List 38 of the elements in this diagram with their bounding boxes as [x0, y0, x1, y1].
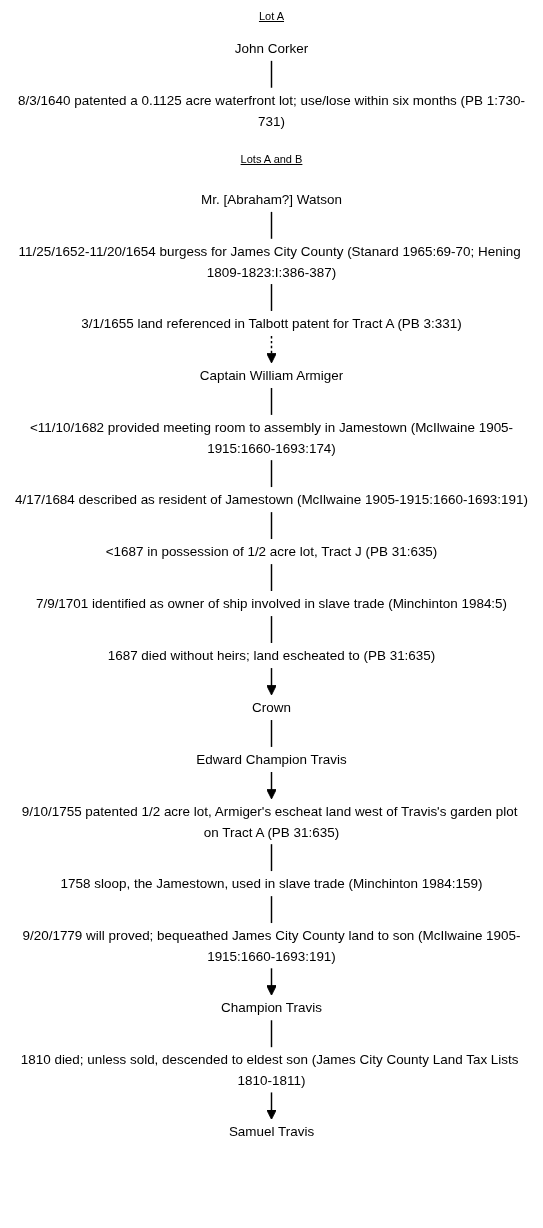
connector — [270, 563, 273, 592]
arrow — [266, 771, 277, 800]
node-text: <11/10/1682 provided meeting room to assembly in Jamestown (McIlwaine 1905-1915:1660-1693:174) — [29, 419, 514, 455]
arrow — [266, 967, 277, 996]
node-text: Champion Travis — [221, 1000, 322, 1015]
connector — [270, 843, 273, 872]
node-text: 1687 died without heirs; land escheated to (PB 31:635) — [107, 647, 436, 663]
section-heading: Lot A — [258, 10, 285, 22]
section-heading: Lots A and B — [240, 152, 303, 165]
node-text: 1758 sloop, the Jamestown, used in slave trade (Minchinton 1984:159) — [60, 875, 483, 891]
node-text: 1810 died; unless sold, descended to eldest son (James City County Land Tax Lists 1810-1811) — [20, 1052, 519, 1087]
connector — [270, 719, 273, 748]
node-text: 9/10/1755 patented 1/2 acre lot, Armiger's escheat land west of Travis's garden plot on Tract A (PB 31:635) — [21, 803, 518, 839]
node-text: Samuel Travis — [228, 1124, 315, 1139]
connector — [270, 1019, 273, 1048]
node-text: Crown — [252, 699, 291, 715]
connector — [270, 211, 273, 240]
node-text: 11/25/1652-11/20/1654 burgess for James City County (Stanard 1965:69-70; Hening 1809-1823:I:386-387) — [18, 243, 521, 279]
arrow — [266, 335, 277, 364]
node-text: 9/20/1779 will proved; bequeathed James City County land to son (McIlwaine 1905-1915:1660-1693:191) — [22, 927, 521, 963]
node-text: Edward Champion Travis — [196, 751, 347, 767]
connector — [270, 511, 273, 540]
connector — [270, 60, 273, 89]
node-text: <1687 in possession of 1/2 acre lot, Tract J (PB 31:635) — [105, 543, 438, 559]
connector — [270, 459, 273, 488]
node-text: 4/17/1684 described as resident of Jamestown (McIlwaine 1905-1915:1660-1693:191) — [14, 491, 529, 507]
arrow — [266, 1091, 277, 1120]
node-text: 7/9/1701 identified as owner of ship involved in slave trade (Minchinton 1984:5) — [35, 595, 508, 611]
connector — [270, 387, 273, 416]
arrow — [266, 667, 277, 696]
node-text: Captain William Armiger — [199, 367, 344, 383]
node-text: 3/1/1655 land referenced in Talbott patent for Tract A (PB 3:331) — [81, 315, 462, 331]
node-text: Mr. [Abraham?] Watson — [201, 191, 342, 207]
node-text: John Corker — [234, 40, 309, 56]
connector — [270, 283, 273, 312]
connector — [270, 895, 273, 924]
node-text: 8/3/1640 patented a 0.1125 acre waterfront lot; use/lose within six months (PB 1:730-731) — [18, 92, 525, 128]
connector — [270, 615, 273, 644]
